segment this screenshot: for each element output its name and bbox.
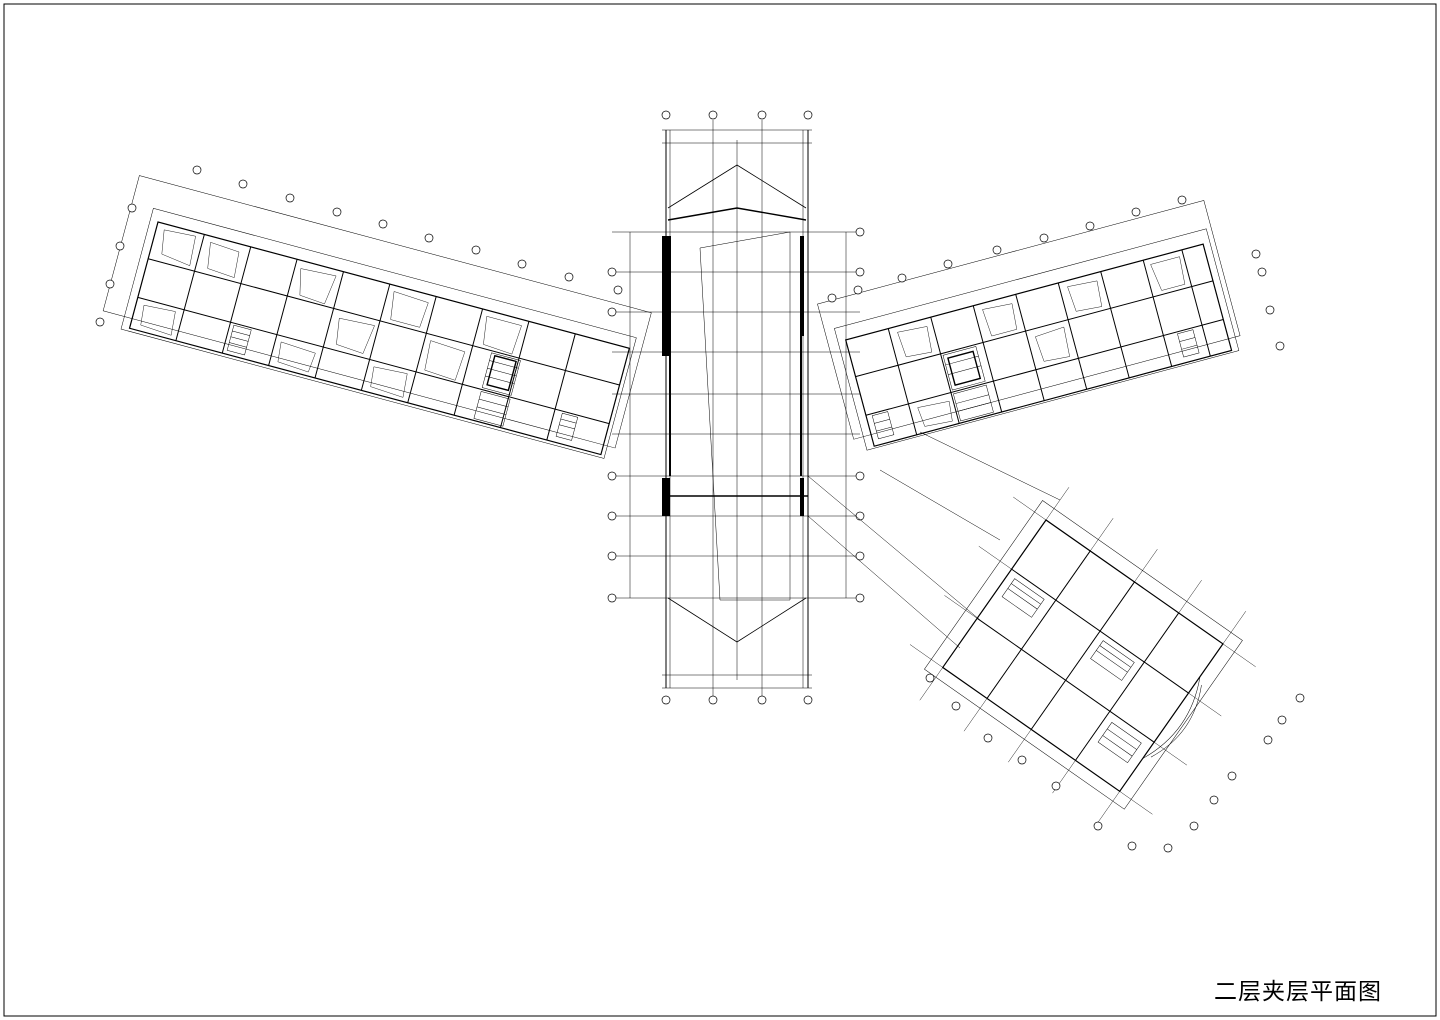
southeast-axis-bubbles [925,673,1305,853]
central-hall [612,120,860,700]
right-wing [817,200,1241,451]
left-axis-bubbles [95,165,623,327]
central-axis-bubbles [607,110,865,705]
drawing-frame [3,3,1437,1017]
left-wing [102,175,652,459]
southeast-wing [909,487,1256,825]
drawing-title: 二层夹层平面图 [1214,979,1382,1005]
connector-lines [807,431,1061,649]
right-axis-bubbles [827,195,1285,351]
